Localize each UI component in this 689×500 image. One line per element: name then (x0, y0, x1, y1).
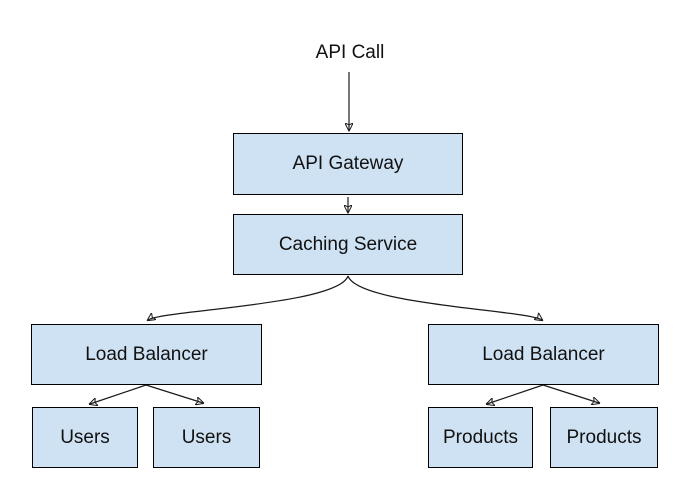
connector-lbleft-to-users-2 (145, 384, 203, 403)
node-users-2-label: Users (181, 426, 232, 448)
node-api-gateway-label: API Gateway (292, 153, 404, 174)
node-load-balancer-left-label: Load Balancer (85, 343, 208, 365)
node-caching-service: Caching Service (233, 214, 463, 275)
node-users-2: Users (153, 407, 260, 468)
label-api-call: API Call (315, 42, 385, 63)
node-products-1: Products (428, 407, 533, 468)
node-api-gateway: API Gateway (233, 133, 463, 195)
node-load-balancer-left: Load Balancer (31, 324, 262, 385)
connector-lbleft-to-users-1 (90, 384, 147, 404)
node-users-1-label: Users (60, 426, 110, 448)
node-products-2-label: Products (566, 426, 642, 448)
connector-caching-to-lb-right (347, 275, 542, 320)
node-caching-service-label: Caching Service (278, 233, 418, 255)
connector-caching-to-lb-left (148, 275, 349, 320)
node-load-balancer-right-label: Load Balancer (482, 343, 605, 365)
node-load-balancer-right: Load Balancer (428, 324, 659, 385)
connector-lbright-to-products-2 (542, 384, 599, 403)
node-users-1: Users (32, 407, 138, 468)
node-products-1-label: Products (443, 426, 518, 448)
connector-lbright-to-products-1 (487, 384, 544, 404)
node-products-2: Products (550, 407, 658, 468)
